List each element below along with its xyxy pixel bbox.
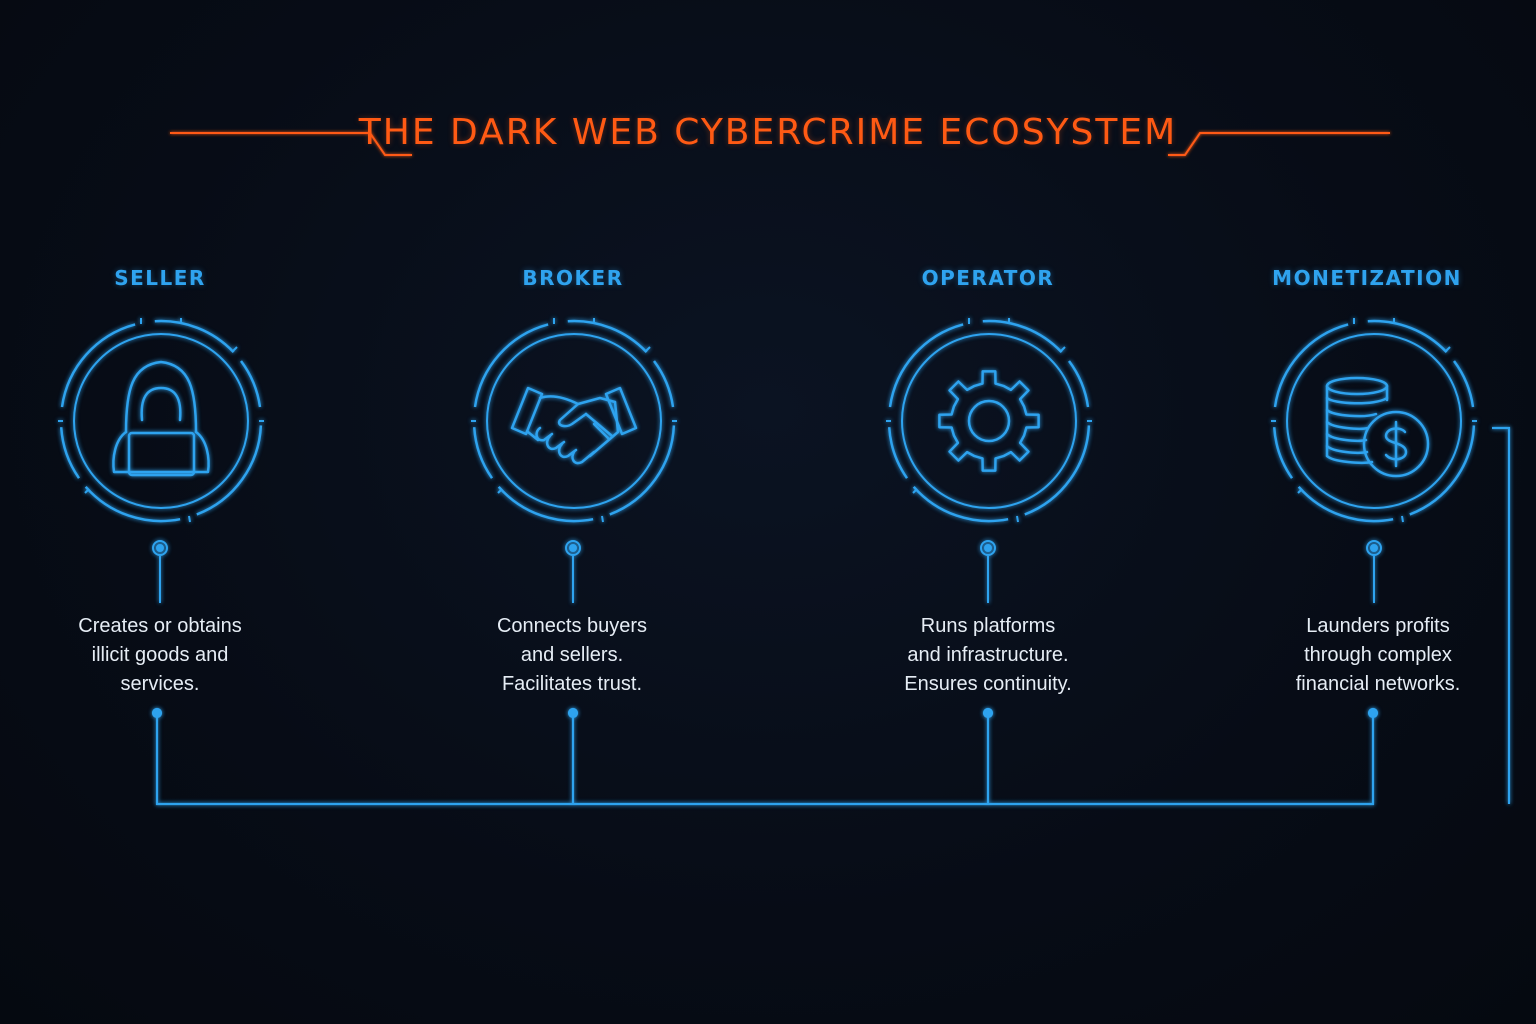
description-line: illicit goods and xyxy=(91,644,229,666)
stage-label-broker: BROKER xyxy=(522,266,624,290)
hooded-hacker-laptop-icon xyxy=(112,360,210,477)
gear-icon xyxy=(938,370,1040,472)
stage-label-seller: SELLER xyxy=(114,266,206,290)
stage-label-monetization: MONETIZATION xyxy=(1272,266,1462,290)
description-line: Launders profits xyxy=(1306,615,1450,637)
title-decoration xyxy=(170,132,1390,156)
description-line: Ensures continuity. xyxy=(904,673,1072,695)
page-title: THE DARK WEB CYBERCRIME ECOSYSTEM xyxy=(358,112,1178,153)
stage-description-broker: Connects buyers and sellers. Facilitates… xyxy=(442,612,702,699)
seller-pin xyxy=(152,540,168,603)
stage-description-monetization: Launders profits through complex financi… xyxy=(1248,612,1508,699)
description-line: Runs platforms xyxy=(920,615,1056,637)
handshake-icon xyxy=(510,386,638,465)
seller-ring xyxy=(56,316,266,524)
description-line: services. xyxy=(120,673,200,695)
description-line: Facilitates trust. xyxy=(501,673,643,695)
description-line: and infrastructure. xyxy=(907,644,1069,666)
description-line: through complex xyxy=(1304,644,1452,666)
monetization-pin xyxy=(1366,540,1382,603)
stage-description-operator: Runs platforms and infrastructure. Ensur… xyxy=(858,612,1118,699)
broker-ring xyxy=(469,316,679,524)
coins-dollar-icon xyxy=(1325,376,1430,478)
connector-bus xyxy=(151,426,1511,806)
description-line: Creates or obtains xyxy=(78,615,242,637)
operator-pin xyxy=(980,540,996,603)
description-line: financial networks. xyxy=(1295,673,1461,695)
broker-pin xyxy=(565,540,581,603)
stage-description-seller: Creates or obtains illicit goods and ser… xyxy=(30,612,290,699)
stage-label-operator: OPERATOR xyxy=(921,266,1055,290)
operator-ring xyxy=(884,316,1094,524)
description-line: Connects buyers xyxy=(496,615,648,637)
description-line: and sellers. xyxy=(520,644,624,666)
